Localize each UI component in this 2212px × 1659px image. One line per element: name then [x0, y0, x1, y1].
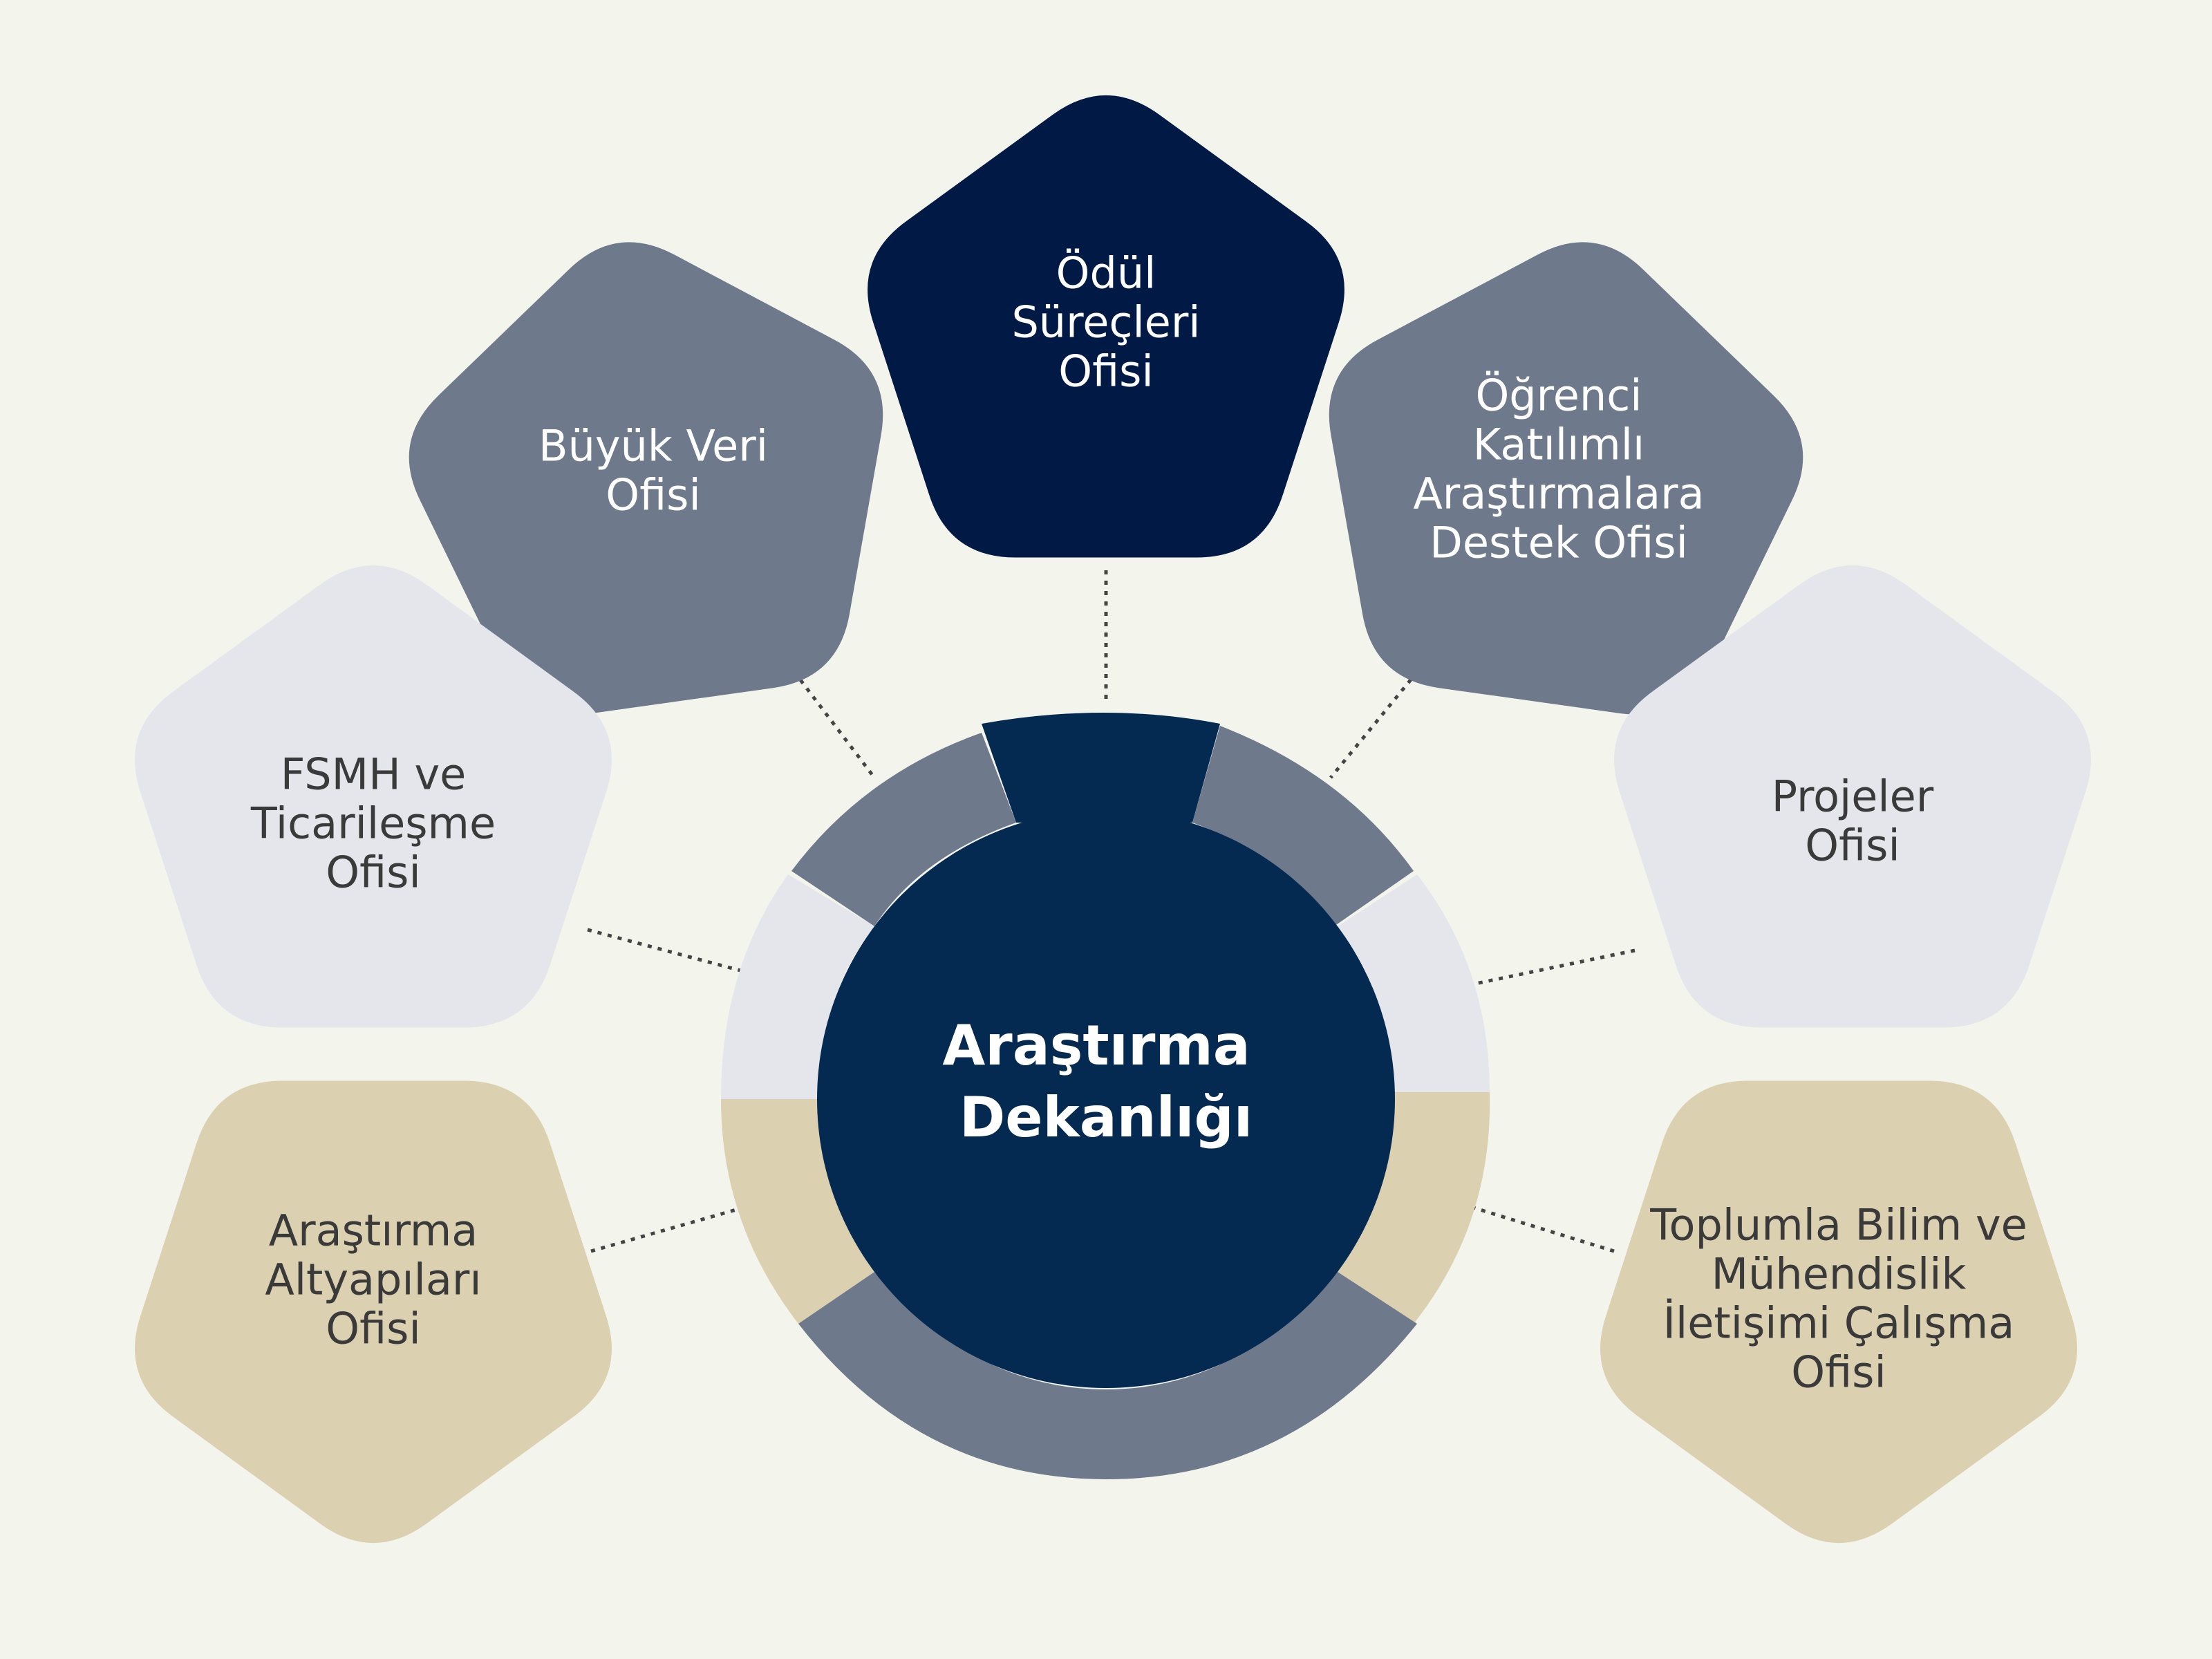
ring-segment-left-tan — [721, 1099, 874, 1324]
office-label-line: Ofisi — [326, 847, 420, 898]
office-label-line: Araştırmalara — [1413, 469, 1704, 519]
ring-segment-bottom — [798, 1272, 1417, 1479]
office-label-line: Projeler — [1772, 771, 1934, 822]
office-label-line: Büyük Veri — [538, 421, 768, 471]
office-shape-odul-surecleri — [868, 95, 1344, 558]
office-shape-projeler — [1614, 565, 2091, 1028]
office-label-line: Altyapıları — [265, 1255, 481, 1305]
ring-segment-right-tan — [1338, 1092, 1490, 1324]
connector-fsmh — [587, 928, 744, 973]
office-label-line: Toplumla Bilim ve — [1649, 1200, 2027, 1250]
office-label-line: Ofisi — [1791, 1347, 1886, 1398]
office-shape-arastirma-altyapilari — [135, 1080, 612, 1544]
office-label-line: Ofisi — [1805, 821, 1900, 871]
office-label-line: Destek Ofisi — [1430, 518, 1688, 568]
center-title: Araştırma Dekanlığı — [942, 1013, 1269, 1150]
center-disc — [817, 810, 1395, 1388]
office-label-line: Ödül — [1056, 248, 1156, 299]
connector-toplumla — [1468, 1204, 1615, 1253]
office-label-line: Öğrenci — [1475, 371, 1642, 421]
office-label-line: İletişimi Çalışma — [1663, 1298, 2014, 1349]
office-shape-ogrenci-katilimli — [1329, 242, 1803, 715]
office-label-line: FSMH ve — [281, 749, 467, 800]
center-ring — [721, 713, 1490, 1479]
center-title-line-2: Dekanlığı — [959, 1085, 1253, 1150]
office-label-line: Ofisi — [606, 470, 700, 521]
office-shape-fsmh-ticarilesme — [135, 565, 612, 1028]
office-label-line: Araştırma — [269, 1206, 478, 1256]
office-label-line: Mühendislik — [1712, 1249, 1967, 1300]
ring-segment-left-light — [721, 874, 874, 1099]
ring-segment-upper-right — [1192, 726, 1414, 926]
office-label-line: Ofisi — [1058, 346, 1153, 397]
office-label-line: Ticarileşme — [250, 798, 496, 849]
connector-projeler — [1468, 948, 1635, 987]
office-label-line: Ofisi — [326, 1304, 420, 1354]
connectors — [587, 570, 1635, 1253]
office-label-line: Süreçleri — [1011, 297, 1200, 348]
office-shape-toplumla-bilim — [1600, 1080, 2077, 1544]
ring-segment-right-light — [1338, 874, 1490, 1092]
connector-ogrenci — [1329, 662, 1425, 779]
office-label-line: Katılımlı — [1473, 420, 1644, 470]
connector-buyuk-veri — [787, 662, 876, 779]
office-shape-buyuk-veri — [409, 242, 883, 715]
center-title-line-1: Araştırma — [942, 1013, 1250, 1078]
ring-segment-upper-left — [791, 733, 1016, 926]
connector-altyapi — [590, 1208, 737, 1253]
ring-segment-top — [982, 713, 1220, 823]
